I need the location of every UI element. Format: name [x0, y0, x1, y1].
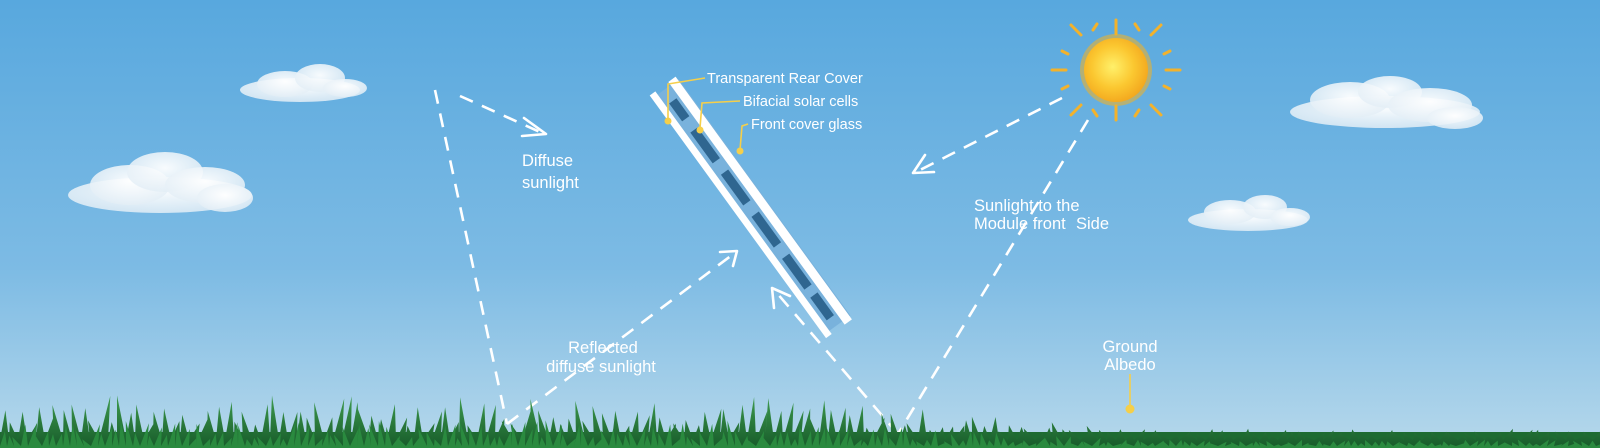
cloud-icon [68, 152, 253, 213]
label-ground-albedo-2: Albedo [1104, 356, 1155, 374]
label-transparent-rear-cover: Transparent Rear Cover [707, 71, 863, 87]
cloud-icon [240, 64, 367, 102]
bifacial-solar-cells [669, 98, 834, 321]
bifacial-solar-panel [649, 76, 852, 339]
callout-transparent-rear-cover [664, 77, 706, 125]
transparent-rear-cover [668, 76, 852, 325]
callout-bifacial-cells [696, 100, 741, 134]
callout-front-cover-glass [736, 123, 749, 155]
cloud-icon [1290, 76, 1483, 129]
reflected-diffuse-sunlight-ray [506, 249, 739, 426]
ground-reflected-to-rear-ray [770, 286, 899, 435]
label-reflected-2: diffuse sunlight [546, 358, 656, 376]
label-front-cover-glass: Front cover glass [751, 117, 862, 133]
label-diffuse-sunlight-1: Diffuse [522, 152, 573, 170]
label-sunlight-front-2b: Side [1076, 215, 1109, 233]
label-reflected-1: Reflected [568, 339, 638, 357]
diffuse-sunlight-ray [459, 94, 548, 138]
grass-ground [0, 395, 1600, 448]
label-diffuse-sunlight-2: sunlight [522, 174, 579, 192]
sun-to-panel-ray [911, 96, 1063, 175]
callout-ground-albedo [1125, 374, 1135, 414]
label-ground-albedo-1: Ground [1102, 338, 1157, 356]
cloud-icon [1188, 195, 1310, 231]
label-sunlight-front-1: Sunlight to the [974, 197, 1080, 215]
front-cover-glass [649, 91, 832, 339]
sun-icon [1050, 18, 1182, 122]
sunlight-to-ground-ray [896, 119, 1090, 435]
label-sunlight-front-2a: Module front [974, 215, 1066, 233]
diffuse-sky-to-ground-ray [433, 89, 509, 425]
label-bifacial-solar-cells: Bifacial solar cells [743, 94, 858, 110]
